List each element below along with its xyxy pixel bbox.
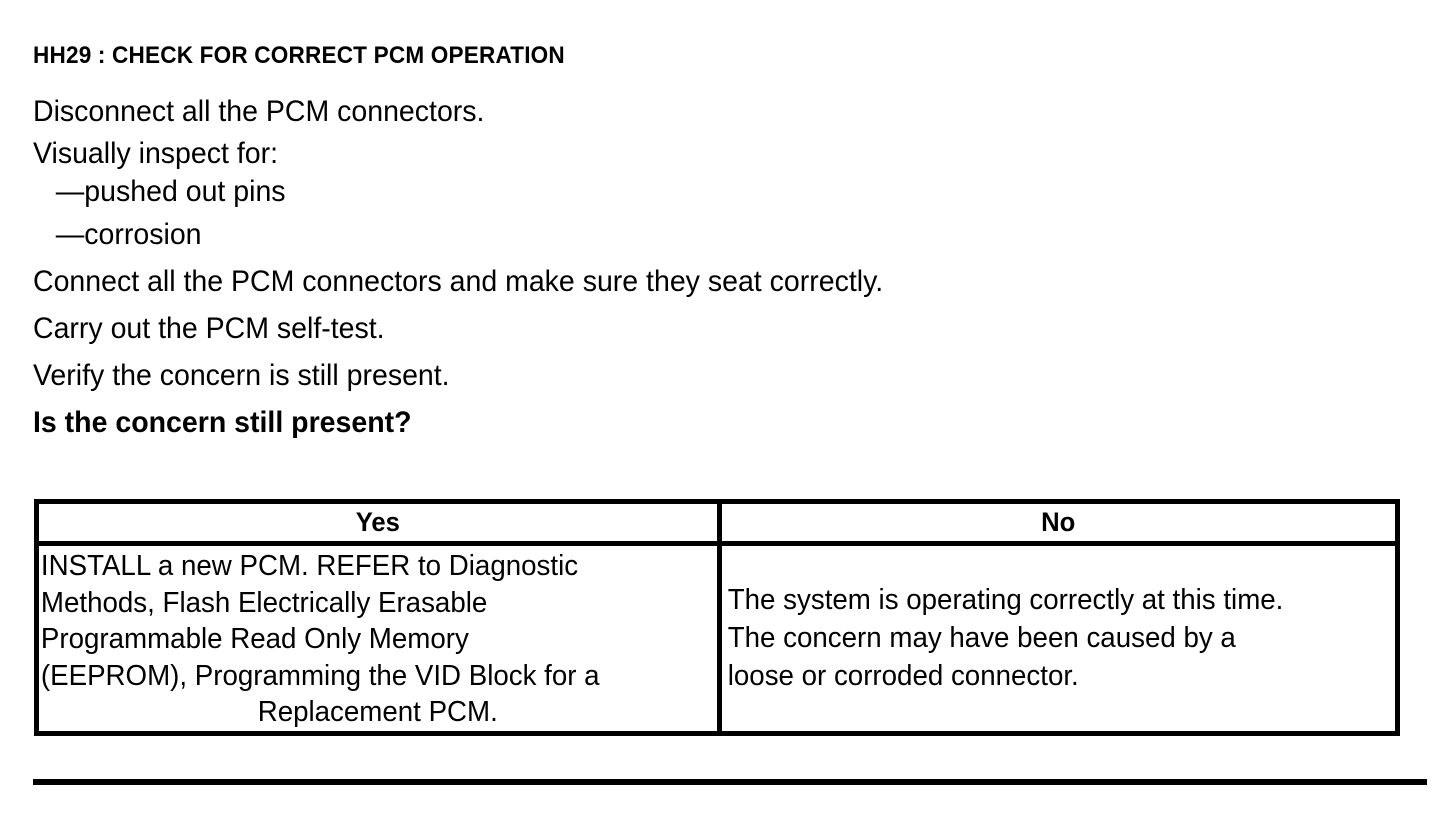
step-line-connect-connectors: Connect all the PCM connectors and make … (33, 265, 884, 298)
decision-table: Yes No INSTALL a new PCM. REFER to Diagn… (34, 499, 1400, 736)
step-line-disconnect: Disconnect all the PCM connectors. (33, 95, 485, 128)
step-bullet-pushed-out-pins: —pushed out pins (55, 175, 286, 208)
cell-no-action-text: The system is operating correctly at thi… (727, 584, 1283, 693)
bottom-divider-rule (33, 779, 1427, 785)
cell-yes-action-last-line: Replacement PCM. (257, 696, 498, 728)
step-line-self-test: Carry out the PCM self-test. (33, 312, 385, 345)
step-question-concern-still-present: Is the concern still present? (33, 406, 412, 439)
column-header-yes: Yes (56, 504, 705, 546)
cell-no-action: The system is operating correctly at thi… (719, 544, 1395, 731)
table-header-row: Yes No (39, 504, 1395, 546)
cell-yes-action-text: INSTALL a new PCM. REFER to Diagnostic M… (40, 550, 600, 692)
cell-yes-action: INSTALL a new PCM. REFER to Diagnostic M… (39, 543, 722, 731)
procedure-step-list: Disconnect all the PCM connectors. Visua… (33, 88, 1413, 446)
page-title: HH29 : CHECK FOR CORRECT PCM OPERATION (33, 42, 565, 69)
step-line-verify-concern: Verify the concern is still present. (33, 359, 450, 392)
step-line-visually-inspect: Visually inspect for: (33, 137, 279, 170)
table-row: INSTALL a new PCM. REFER to Diagnostic M… (39, 543, 1395, 731)
column-header-no: No (735, 504, 1379, 546)
step-bullet-corrosion: —corrosion (55, 218, 202, 251)
